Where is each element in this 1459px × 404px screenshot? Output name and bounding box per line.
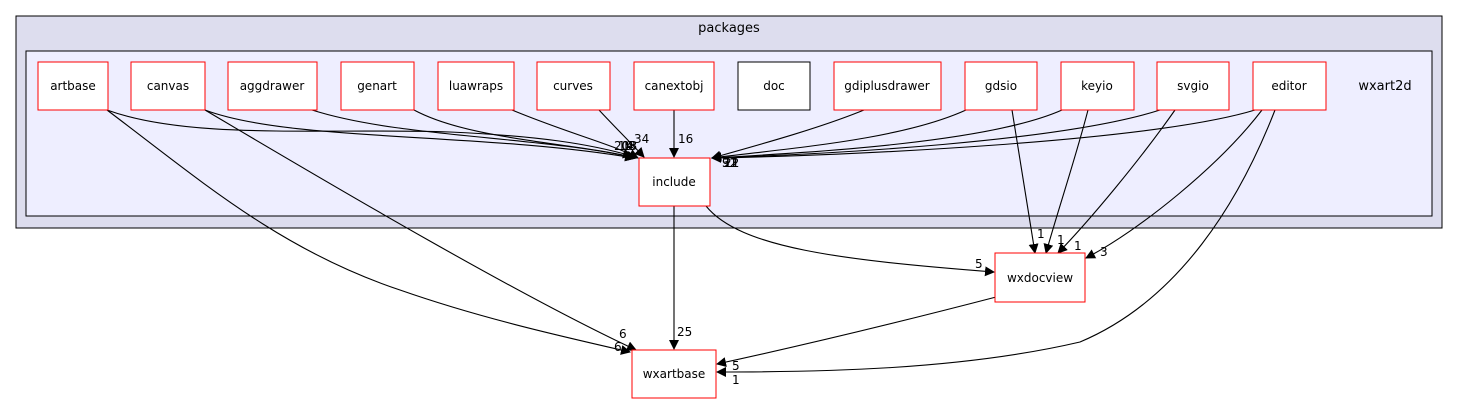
edge-label-luawraps-include: 8 — [628, 139, 636, 153]
node-canextobj-label: canextobj — [645, 79, 704, 93]
node-editor[interactable]: editor — [1252, 61, 1327, 111]
node-include-label: include — [652, 175, 695, 189]
node-editor-label: editor — [1271, 79, 1306, 93]
edge-svgio-include — [711, 109, 1161, 163]
edge-label-include-wxartbase: 25 — [677, 325, 692, 339]
edge-label-artbase-wxartbase: 6 — [614, 340, 622, 354]
node-wxartbase-label: wxartbase — [643, 367, 706, 381]
node-svgio-label: svgio — [1177, 79, 1209, 93]
edge-gdiplusdrawer-include — [711, 109, 865, 161]
node-wxartbase[interactable]: wxartbase — [631, 349, 717, 399]
node-wxdocview[interactable]: wxdocview — [994, 252, 1086, 303]
nodes: artbase canvas aggdrawer genart luawraps… — [37, 61, 1327, 399]
edge-label-gdsio-wxdocview: 1 — [1037, 227, 1045, 241]
node-keyio-label: keyio — [1081, 79, 1113, 93]
edge-label-artbase-include: 20 — [614, 139, 629, 153]
node-artbase[interactable]: artbase — [37, 61, 109, 111]
node-doc-label: doc — [763, 79, 785, 93]
node-keyio[interactable]: keyio — [1060, 61, 1135, 111]
edge-label-keyio-include: 32 — [722, 156, 737, 170]
edge-label-editor-wxdocview: 3 — [1100, 245, 1108, 259]
edge-artbase-include — [106, 109, 633, 159]
node-gdsio[interactable]: gdsio — [964, 61, 1038, 111]
edge-gdsio-include — [711, 109, 967, 162]
node-gdsio-label: gdsio — [985, 79, 1017, 93]
edges — [106, 109, 1276, 377]
edge-label-genart-include: 4 — [626, 139, 634, 153]
edge-wxdocview-wxartbase — [716, 295, 1001, 367]
node-genart-label: genart — [357, 79, 397, 93]
edge-editor-wxartbase — [716, 109, 1276, 377]
node-luawraps[interactable]: luawraps — [437, 61, 515, 111]
edge-artbase-wxartbase — [106, 109, 631, 355]
edge-svgio-wxdocview — [1057, 109, 1176, 254]
node-luawraps-label: luawraps — [449, 79, 503, 93]
edge-label-editor-include: 21 — [724, 156, 739, 170]
node-canextobj[interactable]: canextobj — [633, 61, 715, 111]
node-canvas-label: canvas — [147, 79, 189, 93]
edge-label-include-wxdocview: 5 — [975, 257, 983, 271]
edge-keyio-wxdocview — [1043, 109, 1089, 254]
node-aggdrawer[interactable]: aggdrawer — [227, 61, 318, 111]
cluster-packages-title: packages — [698, 21, 760, 36]
edge-include-wxdocview — [705, 205, 995, 277]
edge-label-wxdocview-wxartbase: 5 — [732, 359, 740, 373]
edge-editor-wxdocview — [1085, 109, 1263, 259]
node-gdiplusdrawer[interactable]: gdiplusdrawer — [833, 61, 942, 111]
edge-editor-include — [711, 109, 1256, 163]
node-svgio[interactable]: svgio — [1156, 61, 1230, 111]
edge-label-gdsio-include: 31 — [722, 156, 737, 170]
edge-label-aggdrawer-include: 13 — [622, 139, 637, 153]
node-doc[interactable]: doc — [737, 61, 811, 111]
node-wxdocview-label: wxdocview — [1007, 271, 1073, 285]
edge-curves-include — [598, 109, 645, 158]
edge-luawraps-include — [511, 109, 639, 159]
edge-label-svgio-wxdocview: 1 — [1074, 239, 1082, 253]
node-genart[interactable]: genart — [340, 61, 415, 111]
node-gdiplusdrawer-label: gdiplusdrawer — [844, 79, 929, 93]
edge-keyio-include — [711, 109, 1063, 163]
node-canvas[interactable]: canvas — [130, 61, 206, 111]
edge-label-editor-wxartbase: 1 — [732, 373, 740, 387]
edge-labels: 20 19 13 4 8 34 16 9 31 32 12 21 25 5 6 … — [614, 132, 1108, 387]
edge-label-keyio-wxdocview: 1 — [1057, 233, 1065, 247]
edge-label-canvas-wxartbase: 6 — [619, 327, 627, 341]
node-include[interactable]: include — [638, 157, 711, 207]
node-aggdrawer-label: aggdrawer — [240, 79, 305, 93]
edge-canvas-wxartbase — [204, 109, 637, 351]
cluster-wxart2d-title: wxart2d — [1358, 79, 1411, 94]
edge-genart-include — [413, 109, 637, 161]
edge-label-curves-include: 34 — [634, 132, 649, 146]
edge-gdsio-wxdocview — [1011, 109, 1039, 254]
node-artbase-label: artbase — [50, 79, 96, 93]
edge-label-svgio-include: 12 — [724, 156, 739, 170]
node-curves-label: curves — [553, 79, 593, 93]
edge-label-canextobj-include: 16 — [678, 132, 693, 146]
node-curves[interactable]: curves — [536, 61, 611, 111]
edge-label-canvas-include: 19 — [618, 139, 633, 153]
edge-label-gdiplusdrawer-include: 9 — [722, 156, 730, 170]
edge-canvas-include — [204, 109, 635, 162]
